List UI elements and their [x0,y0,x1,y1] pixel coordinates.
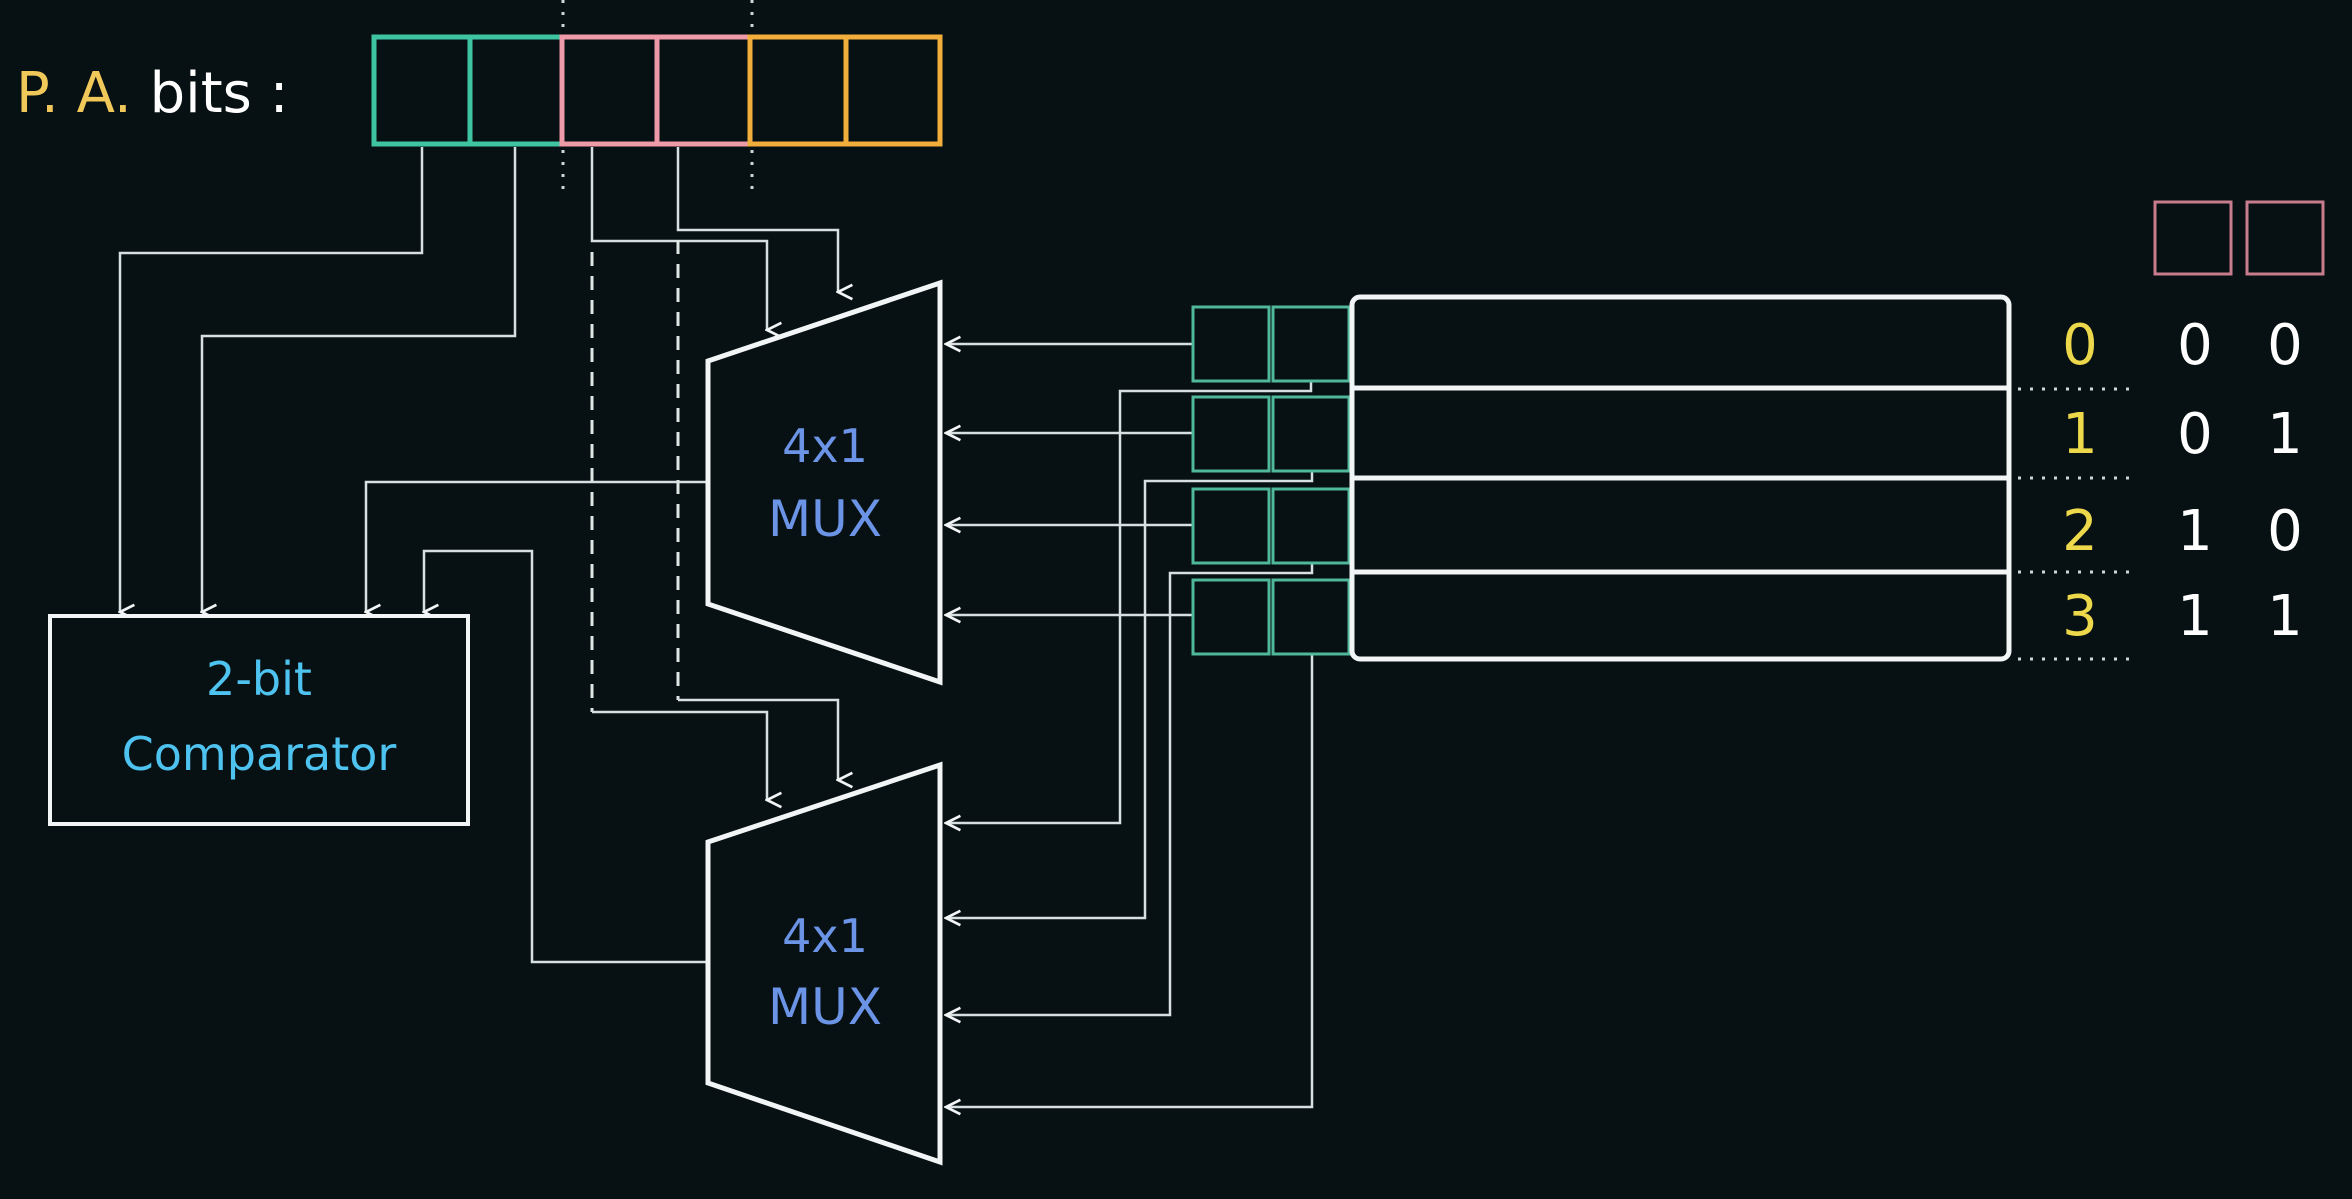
mux-top-label-1: 4x1 [782,419,868,473]
index-bit0-wire-bottom [678,698,838,780]
tag-cell [1271,305,1351,383]
row-bit-label: 0 [2267,499,2303,564]
row-bit-label: 0 [2267,313,2303,378]
comparator-label-1: 2-bit [206,652,312,706]
pa-bits-register [371,34,943,147]
mux-top [705,279,943,686]
mux-bottom-label-1: 4x1 [782,909,868,963]
mux-bottom-output-wire [424,549,708,964]
index-bit1-wire-top [590,147,767,330]
line1-tagbit0-wire [946,471,1314,918]
comparator-label-2: Comparator [122,727,397,781]
mux-bottom [705,761,943,1166]
comparator-box [48,614,470,826]
row-index-label: 0 [2062,313,2098,378]
row-index-label: 2 [2062,499,2098,564]
row-index-label: 3 [2062,584,2098,649]
mux-top-output-wire [366,480,708,612]
tag-cell [1191,487,1271,565]
line2-tagbit0-wire [946,563,1314,1015]
tag-cell [1191,395,1271,473]
index-bit1-wire-bottom [592,710,767,800]
row-bit-label: 1 [2177,584,2213,649]
mux-top-label-2: MUX [768,490,882,548]
index-legend-box-2 [2245,200,2325,276]
tag-bit1-wire [120,147,424,612]
row-bit-label: 1 [2267,584,2303,649]
row-index-label: 1 [2062,402,2098,467]
pa-bits-label: P. A. bits : [16,61,289,126]
line3-tagbit0-wire [946,655,1314,1107]
row-bit-label: 1 [2177,499,2213,564]
tag-cell [1191,305,1271,383]
index-bit0-wire-top [676,147,838,292]
row-bit-label: 0 [2177,402,2213,467]
tag-cell [1191,578,1271,656]
row-bit-label: 0 [2177,313,2213,378]
tag-cell [1271,487,1351,565]
tag-cell [1271,395,1351,473]
tag-cell [1271,578,1351,656]
tag-cells [1191,305,1351,656]
row-bit-label: 1 [2267,402,2303,467]
line0-tagbit0-wire [946,381,1313,823]
tag-bit0-wire [202,147,517,612]
index-legend-box-1 [2153,200,2233,276]
mux-bottom-label-2: MUX [768,978,882,1036]
